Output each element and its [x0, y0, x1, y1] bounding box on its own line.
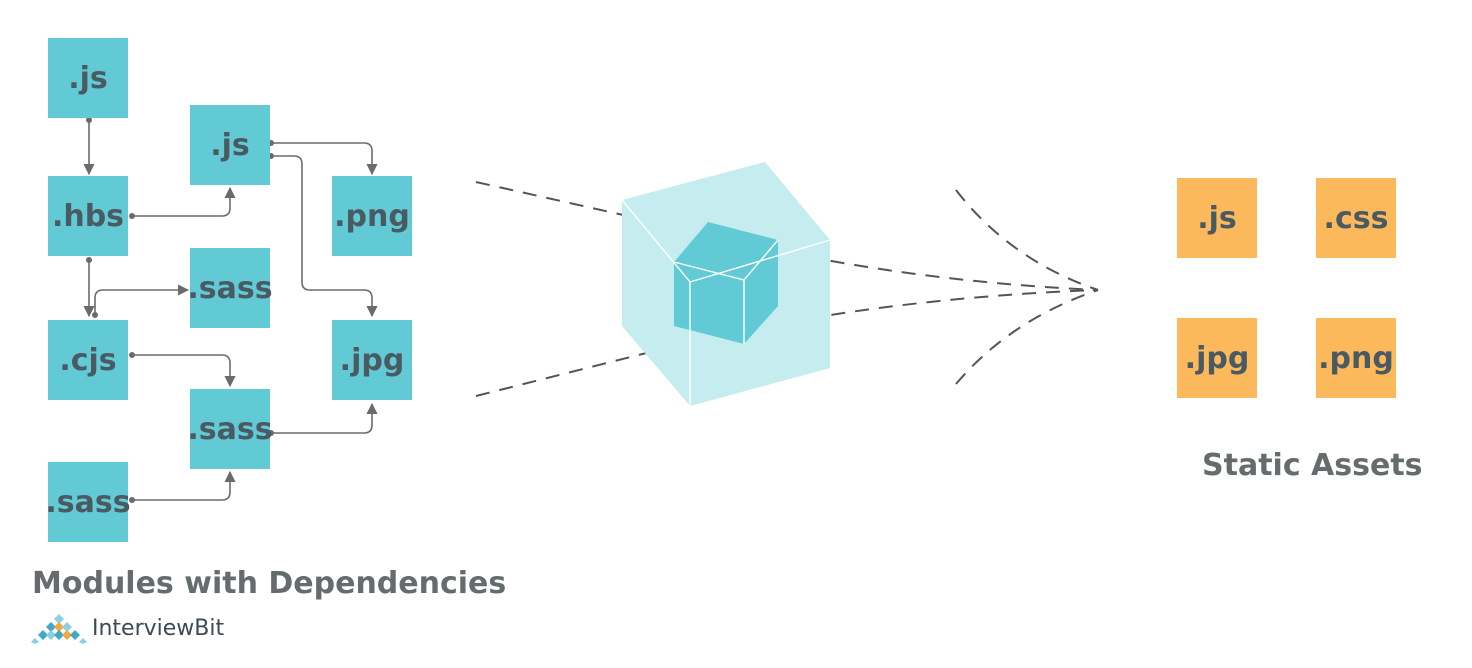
connector-sass-sass: [130, 470, 236, 501]
interviewbit-logo: InterviewBit: [30, 612, 224, 644]
module-sass-top: .sass: [187, 248, 273, 328]
interviewbit-logo-icon: [31, 614, 87, 644]
brand-name: InterviewBit: [92, 615, 225, 641]
module-png: .png: [332, 176, 412, 256]
connector-js-png: [272, 142, 378, 176]
assets-caption: Static Assets: [1202, 448, 1423, 483]
module-js: .js: [48, 38, 128, 118]
asset-css: .css: [1316, 178, 1396, 258]
connector-sass-jpg: [272, 402, 378, 434]
module-js-middle: .js: [190, 105, 270, 185]
connector-js-jpg: [272, 155, 378, 318]
bundler-cube: [621, 162, 831, 406]
connector-hbs-js: [130, 186, 236, 217]
module-cjs: .cjs: [48, 320, 128, 400]
module-jpg: .jpg: [332, 320, 412, 400]
asset-jpg: .jpg: [1177, 318, 1257, 398]
asset-png: .png: [1316, 318, 1396, 398]
module-hbs: .hbs: [48, 176, 128, 256]
module-sass-bottom: .sass: [45, 462, 131, 542]
connector-cjs-sass: [94, 284, 190, 316]
dependency-connectors: [83, 118, 378, 501]
module-sass-middle: .sass: [187, 389, 273, 469]
asset-js: .js: [1177, 178, 1257, 258]
connector-cjs-sass2: [130, 354, 236, 388]
modules-caption: Modules with Dependencies: [32, 566, 507, 601]
